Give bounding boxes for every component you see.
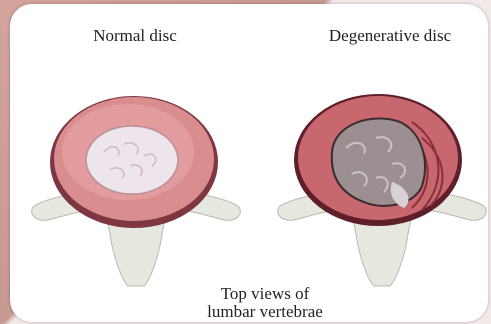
- caption-line-1: Top views of: [150, 285, 380, 303]
- normal-disc-illustration: [26, 82, 246, 288]
- caption-line-2: lumbar vertebrae: [150, 303, 380, 321]
- degenerative-disc-illustration: [272, 82, 488, 288]
- nucleus-pulposus: [86, 126, 178, 194]
- figure-caption: Top views of lumbar vertebrae: [150, 285, 380, 321]
- normal-disc-label: Normal disc: [55, 26, 215, 46]
- degenerative-disc-label: Degenerative disc: [300, 26, 480, 46]
- diagram-panel: Normal disc Degenerative disc: [10, 4, 488, 322]
